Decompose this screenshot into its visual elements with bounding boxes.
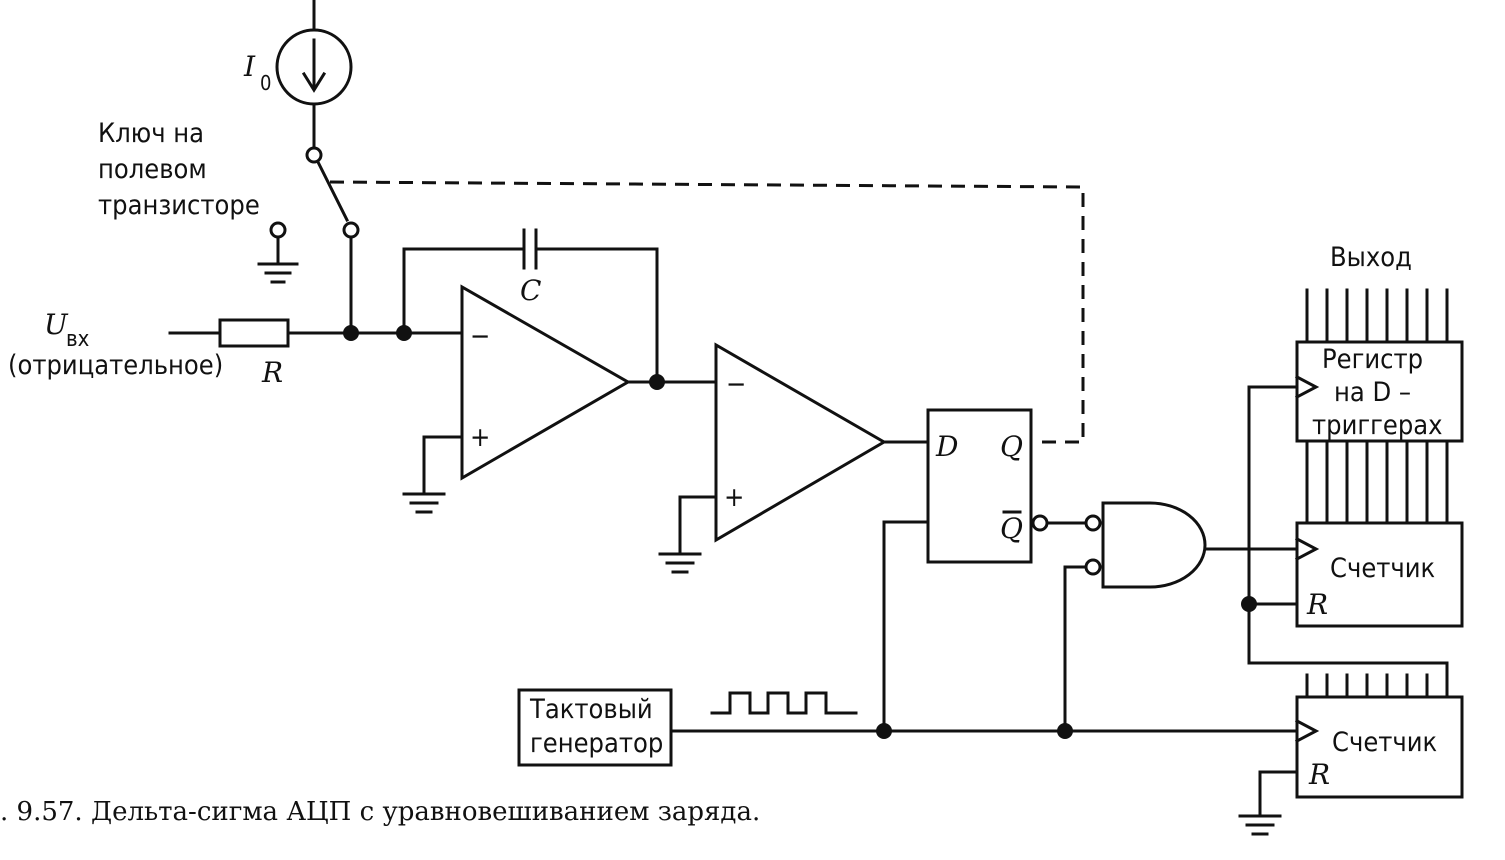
flipflop-q-label: Q — [1000, 430, 1023, 463]
counter-top-clock-triangle — [1294, 536, 1320, 562]
capacitor-label: C — [520, 274, 541, 307]
register-clock-wire — [1247, 385, 1449, 697]
register-d-flipflops — [1295, 340, 1464, 443]
integrator-ground — [402, 492, 446, 514]
register-label-line3: триггерах — [1312, 410, 1443, 441]
counter-bottom-clock-triangle — [1294, 718, 1320, 744]
and-gate-input-bubble-2 — [1084, 558, 1102, 576]
clock-generator-label-line2: генератор — [530, 728, 663, 759]
switch-ground-symbol — [257, 221, 299, 284]
counter-top — [1295, 521, 1464, 628]
counter-bottom-label: Счетчик — [1332, 727, 1437, 758]
clock-generator — [517, 688, 673, 767]
fet-switch — [305, 146, 360, 335]
current-source — [275, 0, 353, 148]
junction-counter-reset — [1241, 596, 1257, 612]
and-gate — [1101, 501, 1207, 589]
junction-integrator-out — [649, 374, 665, 390]
register-clock-triangle — [1294, 374, 1320, 400]
counter-bottom-reset-label: R — [1308, 758, 1330, 791]
junction-clock-gate — [1057, 723, 1073, 739]
register-label-line2: на D – — [1334, 377, 1411, 408]
resistor-r — [218, 318, 290, 348]
counter-bottom — [1295, 695, 1464, 799]
counter-top-label: Счетчик — [1330, 553, 1435, 584]
d-flipflop — [926, 408, 1033, 564]
flipflop-qbar-label: Q — [1000, 512, 1023, 545]
comparator-opamp — [714, 342, 887, 543]
comparator-plus: + — [724, 482, 744, 513]
input-voltage-label: U — [44, 308, 69, 341]
resistor-label: R — [261, 356, 283, 389]
integrator-plus: + — [470, 422, 490, 453]
register-label-line1: Регистр — [1322, 344, 1423, 375]
clock-waveform — [710, 691, 858, 715]
junction-clock-ff — [876, 723, 892, 739]
junction-switch — [343, 325, 359, 341]
flipflop-qbar-bubble — [1031, 514, 1049, 532]
integrator-opamp — [460, 284, 632, 481]
input-voltage-subscript: вх — [66, 327, 90, 352]
comparator-minus: − — [726, 369, 746, 400]
output-lines — [1305, 288, 1449, 344]
counter-bottom-lines — [1305, 673, 1429, 699]
feedback-dashed-line — [329, 180, 1085, 444]
capacitor-c — [402, 228, 659, 384]
fet-switch-label-line2: полевом — [98, 154, 207, 185]
and-gate-input-bubble-1 — [1084, 514, 1102, 532]
comparator-ground — [658, 552, 702, 574]
register-counter-bus — [1305, 439, 1449, 525]
current-source-subscript: 0 — [260, 71, 271, 95]
clock-generator-label-line1: Тактовый — [529, 694, 653, 725]
flipflop-d-label: D — [935, 430, 958, 463]
output-label: Выход — [1330, 242, 1412, 273]
integrator-minus: − — [470, 321, 490, 352]
fet-switch-label-line1: Ключ на — [98, 118, 204, 149]
figure-caption: . 9.57. Дельта-сигма АЦП с уравновешиван… — [0, 797, 760, 827]
fet-switch-label-line3: транзисторе — [98, 190, 260, 221]
current-source-label: I — [243, 50, 256, 83]
input-polarity-label: (отрицательное) — [8, 350, 223, 381]
counter-top-reset-label: R — [1306, 588, 1328, 621]
counter-ground — [1238, 814, 1282, 836]
